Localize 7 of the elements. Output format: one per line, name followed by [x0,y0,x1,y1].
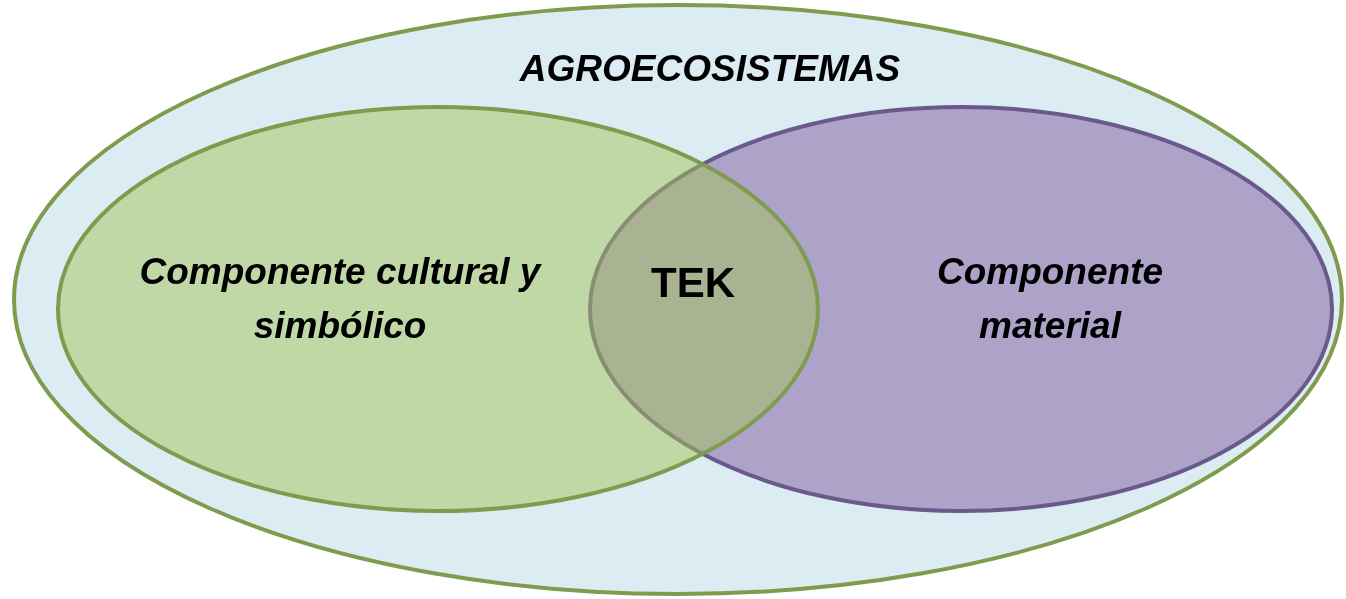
set-label: AGROECOSISTEMAS [518,47,902,91]
set-label: Componente material [935,250,1165,348]
set-label: Componente cultural y simbólico [138,250,543,348]
venn-ellipse [56,105,820,513]
venn-ellipse [588,105,1334,513]
outer-ellipse [12,3,1344,596]
overlap-label: TEK [651,258,735,308]
